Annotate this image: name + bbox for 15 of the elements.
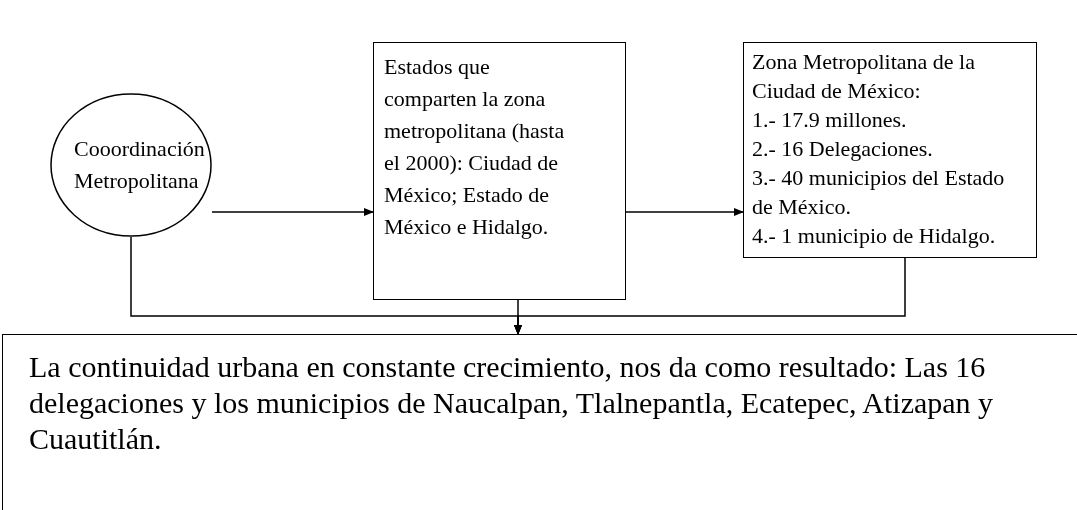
arrow — [211, 208, 374, 216]
node-text: Estados que comparten la zona metropolitana (hasta el 2000): Ciudad de México; Estado de México e Hidalgo. — [384, 53, 566, 241]
node-text: 2.- 16 Delegaciones. — [752, 135, 934, 163]
node-text: Cooordinación Metropolitana — [74, 135, 206, 195]
ellipse-node — [50, 93, 212, 237]
arrow — [625, 208, 744, 216]
process-box — [743, 42, 1037, 258]
node-text: 4.- 1 municipio de Hidalgo. — [752, 222, 997, 250]
arrow — [514, 257, 906, 335]
node-text: 1.- 17.9 millones. — [752, 106, 908, 134]
node-text: La continuidad urbana en constante crecimiento, nos da como resultado: Las 16 delegaciones y los municipios de Naucalpan, Tlalnepantla, Ecatepec, Atizapan y Cuautitlán. — [29, 349, 995, 457]
node-text: 3.- 40 municipios del Estado de México. — [752, 164, 1006, 221]
text-box — [2, 334, 1077, 510]
node-text: Zona Metropolitana de la Ciudad de México: — [752, 48, 976, 105]
process-box — [373, 42, 626, 300]
